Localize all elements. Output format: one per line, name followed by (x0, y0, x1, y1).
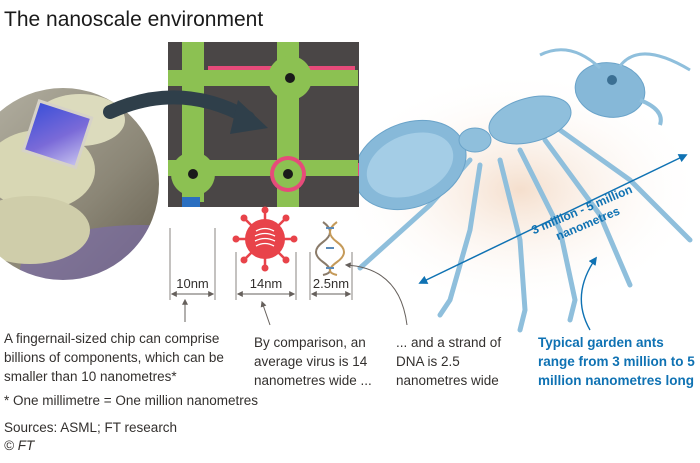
footnote: * One millimetre = One million nanometre… (4, 393, 258, 408)
virus-caption-arrow (260, 300, 271, 326)
chip-caption: A fingernail-sized chip can comprise bil… (4, 331, 224, 384)
ant-caption: Typical garden ants range from 3 million… (538, 335, 695, 388)
chip-scale-label: 10nm (176, 276, 209, 291)
chip-to-circuit-arrow (103, 90, 255, 125)
dimension-guides (169, 228, 353, 300)
page-title: The nanoscale environment (4, 8, 264, 31)
virus-icon (232, 206, 298, 272)
dna-icon (315, 221, 345, 276)
dna-caption: ... and a strand of DNA is 2.5 nanometre… (396, 335, 502, 388)
copyright: © FT (4, 438, 35, 453)
dna-scale-label: 2.5nm (312, 276, 350, 291)
dna-caption-arrow (344, 262, 408, 326)
ant-length-arrow (418, 154, 688, 284)
virus-caption: By comparison, an average virus is 14 na… (254, 335, 372, 388)
sources: Sources: ASML; FT research (4, 420, 178, 435)
virus-scale-label: 14nm (249, 276, 283, 291)
ant-caption-arrow (580, 256, 597, 331)
